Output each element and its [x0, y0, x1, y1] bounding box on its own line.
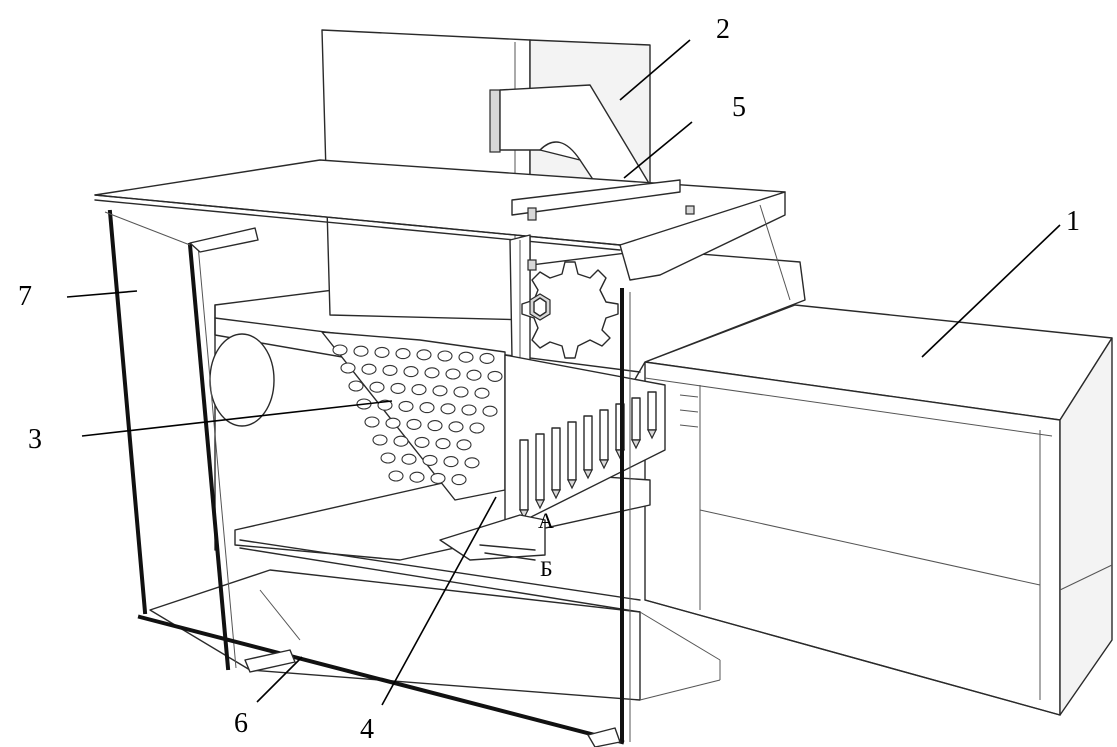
nozzle-tip: [599, 459, 609, 470]
leader-3: [81, 400, 393, 437]
tray-hole: [448, 421, 464, 433]
tray-hole: [427, 420, 443, 432]
front-frame: [104, 209, 631, 745]
tray-hole: [395, 348, 411, 360]
tray-hole: [385, 417, 401, 429]
nozzle: [631, 397, 641, 441]
tray-hole: [453, 386, 469, 398]
callout-3: 3: [28, 424, 42, 455]
nozzle: [567, 421, 577, 481]
tray-hole: [445, 368, 461, 380]
tray-hole: [469, 422, 485, 434]
base-brackets: [244, 649, 621, 747]
tray-hole: [464, 457, 480, 469]
tray-hole: [422, 454, 438, 466]
nozzle: [647, 391, 657, 431]
nozzle-tip: [551, 489, 561, 500]
tray-hole: [364, 416, 380, 428]
nozzle-tip: [567, 479, 577, 490]
tray-hole: [369, 381, 385, 393]
callout-6: 6: [234, 708, 248, 739]
tray-hole: [437, 350, 453, 362]
nozzle: [551, 427, 561, 491]
nozzle: [535, 433, 545, 501]
tray-hole: [466, 369, 482, 381]
leader-2: [619, 39, 691, 101]
gear-wheel: [521, 261, 619, 359]
tray-hole: [388, 470, 404, 482]
tray-hole: [372, 434, 388, 446]
tray-hole: [409, 471, 425, 483]
tray-hole: [361, 363, 377, 375]
front-inner-post: [187, 242, 231, 671]
callout-5: 5: [732, 92, 746, 123]
tray-hole: [411, 384, 427, 396]
tray-hole: [432, 385, 448, 397]
base-rail: [137, 614, 625, 745]
callout-2: 2: [716, 14, 730, 45]
tray-hole: [393, 435, 409, 447]
tray-hole: [374, 346, 390, 358]
tray-hole: [461, 404, 477, 416]
tray-hole: [353, 345, 369, 357]
nozzle-tip: [583, 469, 593, 480]
front-left-post: [107, 209, 148, 615]
callout-1: 1: [1066, 206, 1080, 237]
nozzle: [583, 415, 593, 471]
tray-hole: [487, 370, 503, 382]
tray-hole: [332, 344, 348, 356]
top-plate: [94, 159, 791, 301]
marker-a: А: [538, 508, 554, 533]
callout-4: 4: [360, 714, 374, 745]
tray-hole: [340, 362, 356, 374]
tray-hole: [401, 453, 417, 465]
leader-4: [381, 496, 497, 706]
leader-6: [256, 656, 303, 703]
leader-1: [921, 224, 1061, 358]
tray-hole: [419, 402, 435, 414]
nozzle-tip: [535, 499, 545, 510]
tray-hole: [474, 387, 490, 399]
nozzle: [599, 409, 609, 461]
marker-b: Б: [540, 556, 553, 581]
tray-hole: [435, 438, 451, 450]
tray-hole: [390, 382, 406, 394]
round-opening: [209, 333, 275, 427]
tray-hole: [443, 456, 459, 468]
tray-hole: [482, 405, 498, 417]
nozzle: [519, 439, 529, 511]
tray-hole: [458, 351, 474, 363]
tray-hole: [414, 436, 430, 448]
leader-lines: [66, 39, 1061, 706]
nozzle-tip: [519, 509, 529, 520]
callout-7: 7: [18, 281, 32, 312]
perforated-tray: [321, 331, 506, 501]
nozzle-tip: [631, 439, 641, 450]
tray-hole: [451, 474, 467, 486]
tray-hole: [440, 403, 456, 415]
tray-hole: [406, 418, 422, 430]
tray-hole: [403, 366, 419, 378]
tray-holes: [332, 344, 503, 486]
tray-hole: [380, 452, 396, 464]
tray-hole: [382, 364, 398, 376]
tray-hole: [424, 367, 440, 379]
nozzle-tip: [647, 429, 657, 440]
tray-hole: [430, 472, 446, 484]
tray-hole: [416, 349, 432, 361]
leader-5: [623, 121, 693, 179]
slide-bracket: [511, 179, 695, 221]
tray-hole: [456, 439, 472, 451]
right-housing-box: [644, 304, 1113, 716]
tray-hole: [398, 400, 414, 412]
tray-hole: [479, 352, 495, 364]
tray-hole: [348, 380, 364, 392]
leader-7: [66, 290, 138, 298]
